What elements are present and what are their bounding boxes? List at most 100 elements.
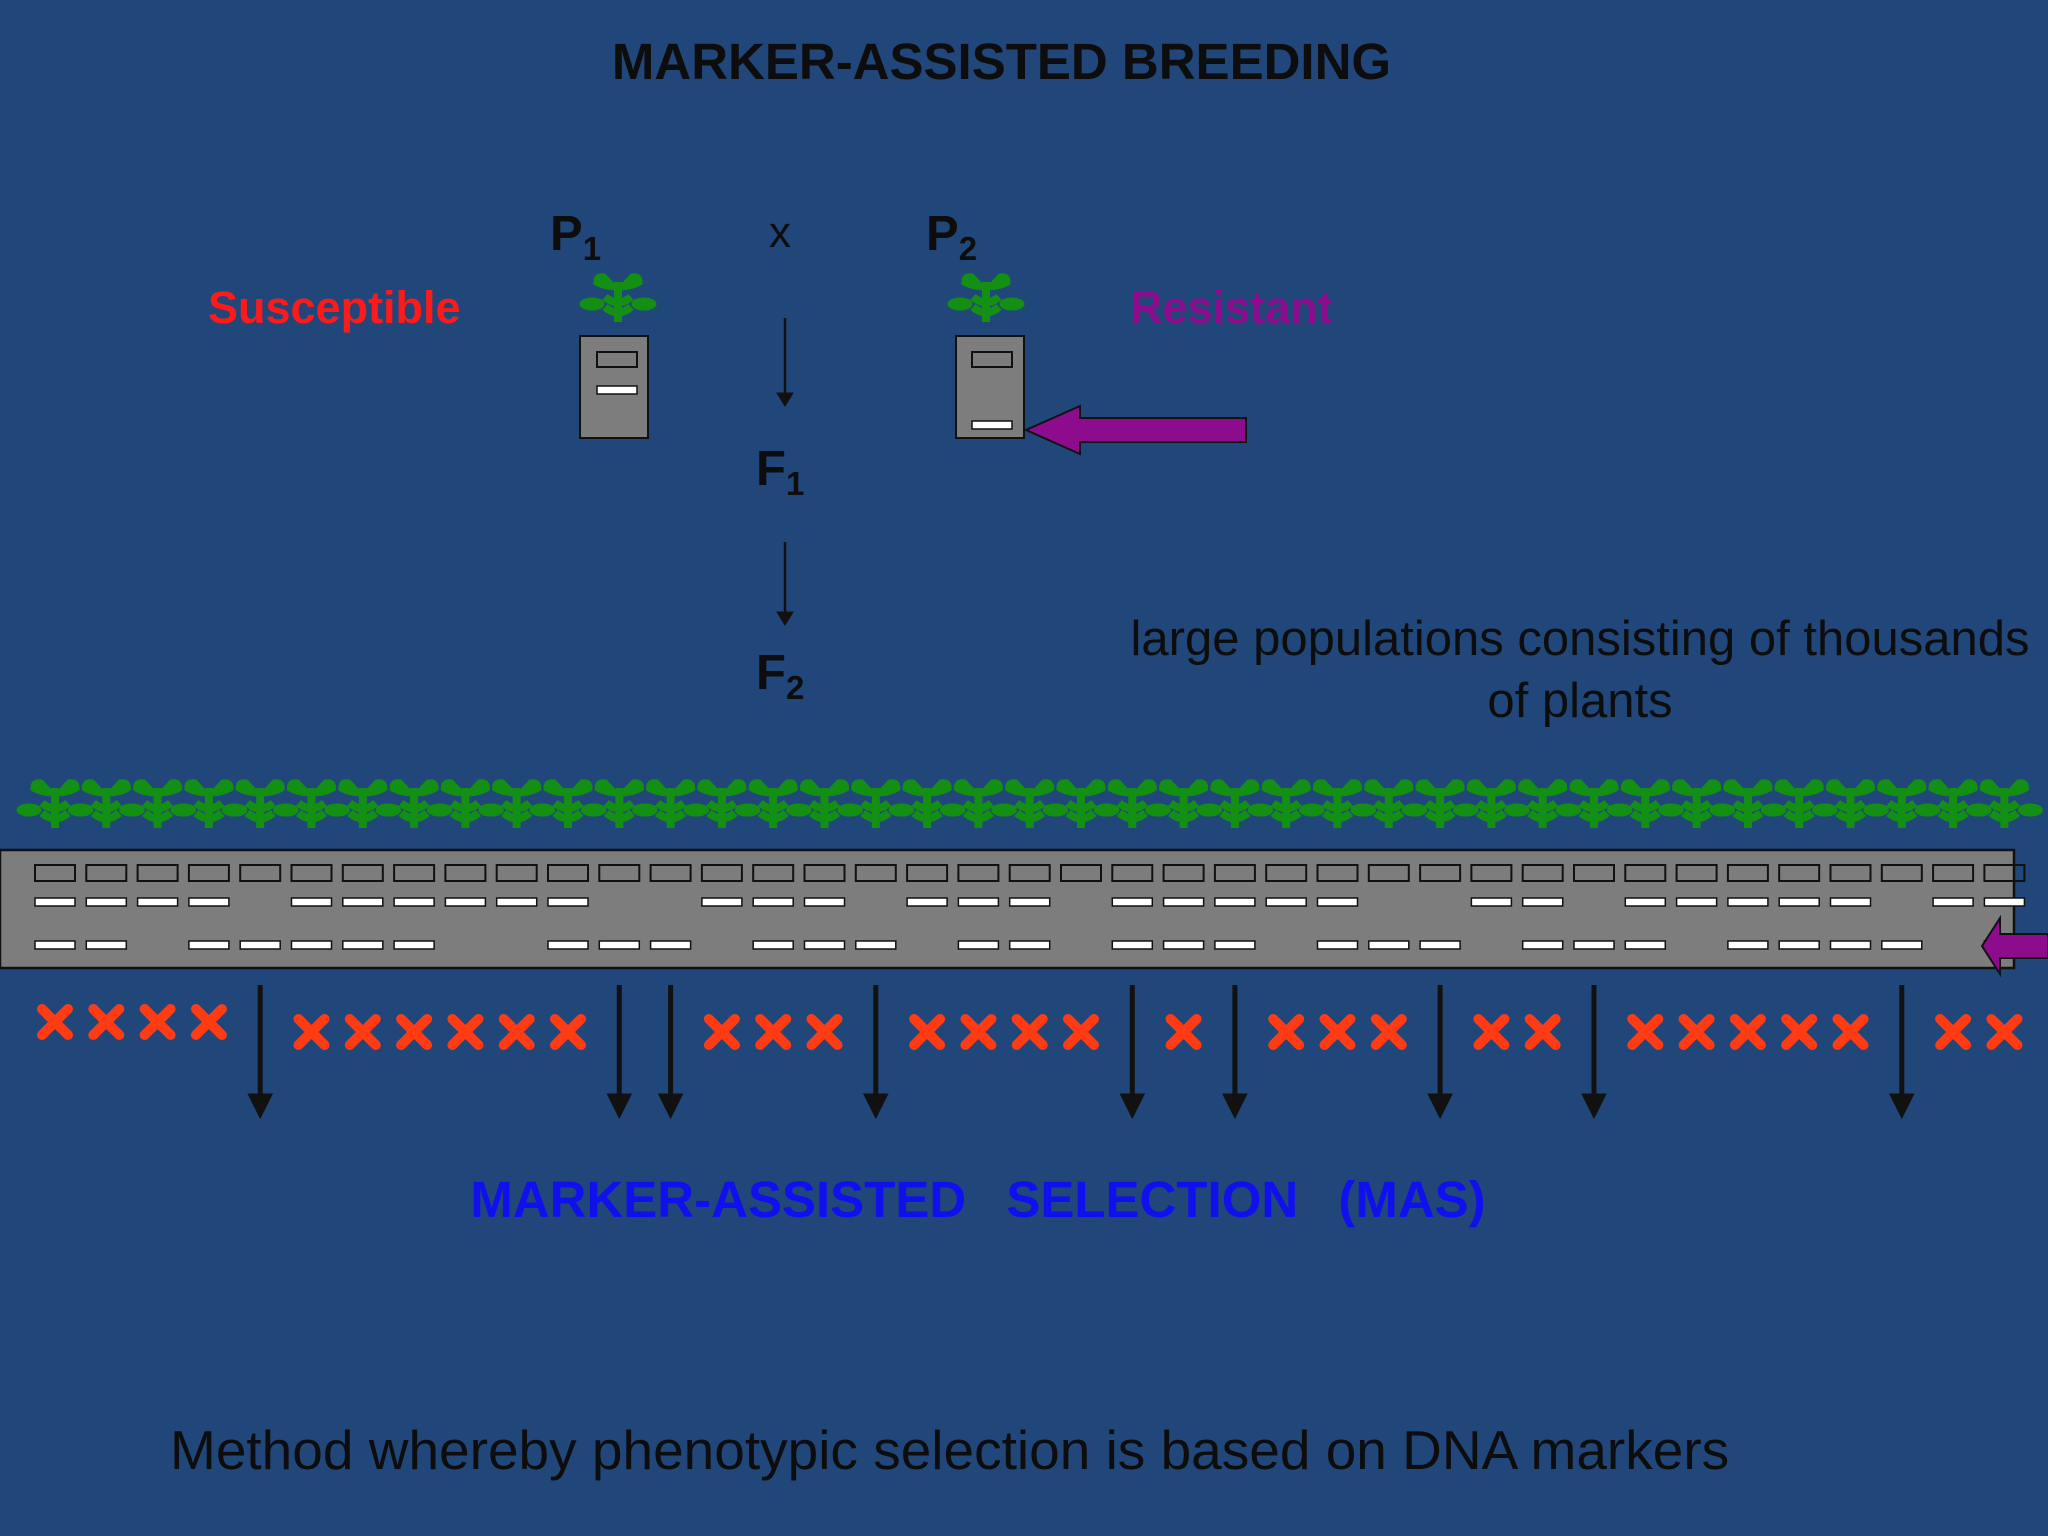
gel-band xyxy=(444,897,487,907)
rejected-cross-icon xyxy=(350,1019,376,1045)
gel-band xyxy=(752,864,795,882)
gel-band xyxy=(1881,940,1923,950)
susceptible-label: Susceptible xyxy=(208,282,461,333)
gel-band xyxy=(906,864,949,882)
gel-band xyxy=(1726,864,1769,882)
gel-band xyxy=(1316,940,1359,950)
gel-band xyxy=(1829,897,1872,907)
gel-lane xyxy=(700,864,743,907)
gel-band xyxy=(701,897,743,907)
gel-band xyxy=(1829,864,1872,882)
gel-lane xyxy=(1060,864,1102,882)
gel-lane xyxy=(752,864,795,950)
gel-lane xyxy=(34,864,76,950)
gel-band xyxy=(1162,897,1205,907)
gel-band xyxy=(1214,897,1256,907)
selected-arrow-icon xyxy=(247,985,274,1120)
rejected-cross-icon xyxy=(452,1019,478,1045)
gel-band xyxy=(1727,940,1769,950)
gel-band xyxy=(341,864,384,882)
down-arrow-icon xyxy=(776,318,794,407)
rejected-cross-icon xyxy=(1273,1019,1299,1045)
gel-band xyxy=(136,864,179,882)
gel-band xyxy=(1675,864,1718,882)
parent-1-label: P1 xyxy=(550,206,601,268)
population-gel xyxy=(0,848,2016,970)
gel-band xyxy=(752,940,794,950)
gel-lane xyxy=(1932,864,1975,907)
gel-lane xyxy=(906,864,949,907)
selected-arrow-icon xyxy=(1222,985,1248,1120)
gel-lane xyxy=(187,864,230,950)
gel-band xyxy=(752,897,794,907)
selection-label: MARKER-ASSISTED SELECTION (MAS) xyxy=(470,1171,1486,1228)
gel-band xyxy=(1624,940,1667,950)
resistant-marker-arrow-icon xyxy=(1023,404,1247,456)
gel-band xyxy=(1470,897,1513,907)
gel-lane xyxy=(1675,864,1718,907)
parent-2-gel xyxy=(955,335,1025,439)
gel-band xyxy=(1932,897,1974,907)
rejected-cross-icon xyxy=(1017,1019,1043,1045)
selected-arrow-icon xyxy=(606,985,633,1120)
gel-band xyxy=(1521,940,1564,950)
gel-band xyxy=(1675,897,1718,907)
gel-band xyxy=(1521,897,1564,907)
gel-band xyxy=(547,864,589,882)
gel-band xyxy=(596,351,638,368)
selected-arrow-icon xyxy=(862,985,889,1120)
rejected-cross-icon xyxy=(1325,1019,1351,1045)
rejected-cross-icon xyxy=(1991,1019,2017,1045)
cross-symbol: x xyxy=(769,208,791,257)
gel-lane xyxy=(1316,864,1359,950)
gel-band xyxy=(1932,864,1975,882)
gel-band xyxy=(1624,864,1667,882)
gel-lane xyxy=(239,864,282,950)
plant-icon xyxy=(948,274,1024,322)
gel-band xyxy=(1778,940,1820,950)
gel-band xyxy=(1316,897,1359,907)
gel-band xyxy=(85,940,128,950)
gel-band xyxy=(136,897,179,907)
gel-lane xyxy=(444,864,487,907)
gel-lane xyxy=(1419,864,1462,950)
gel-band xyxy=(188,940,230,950)
gel-band xyxy=(649,864,692,882)
gel-lane xyxy=(1470,864,1513,907)
gel-band xyxy=(855,940,897,950)
gel-band xyxy=(1983,864,2026,882)
parent-1-gel xyxy=(579,335,649,439)
rejected-cross-icon xyxy=(1530,1019,1556,1045)
gel-band xyxy=(290,940,333,950)
rejected-cross-icon xyxy=(555,1019,581,1045)
gel-band xyxy=(854,864,897,882)
gel-lane xyxy=(1265,864,1308,907)
gel-band xyxy=(187,864,230,882)
rejected-cross-icon xyxy=(1171,1019,1197,1045)
gel-band xyxy=(1778,897,1820,907)
rejected-cross-icon xyxy=(196,1009,222,1035)
rejected-cross-icon xyxy=(965,1019,991,1045)
rejected-cross-icon xyxy=(1838,1019,1864,1045)
gel-band xyxy=(188,897,230,907)
gel-band xyxy=(971,420,1013,430)
rejected-cross-icon xyxy=(1632,1019,1658,1045)
gel-lane xyxy=(1521,864,1564,950)
gel-band xyxy=(495,864,538,882)
gel-band xyxy=(1367,864,1410,882)
rejected-cross-icon xyxy=(1068,1019,1094,1045)
gel-band xyxy=(957,897,1000,907)
selected-arrow-icon xyxy=(1427,985,1453,1120)
gel-band xyxy=(649,940,692,950)
parent-1-subscript: 1 xyxy=(582,230,602,267)
gel-lane xyxy=(1624,864,1667,950)
gel-lane xyxy=(1829,864,1872,950)
gel-band xyxy=(1008,864,1051,882)
gel-lane xyxy=(85,864,128,950)
gel-band xyxy=(1111,940,1154,950)
gel-band xyxy=(85,897,128,907)
gel-lane xyxy=(1111,864,1154,950)
f1-subscript: 1 xyxy=(785,465,805,502)
gel-band xyxy=(596,385,638,395)
gel-band xyxy=(34,864,76,882)
